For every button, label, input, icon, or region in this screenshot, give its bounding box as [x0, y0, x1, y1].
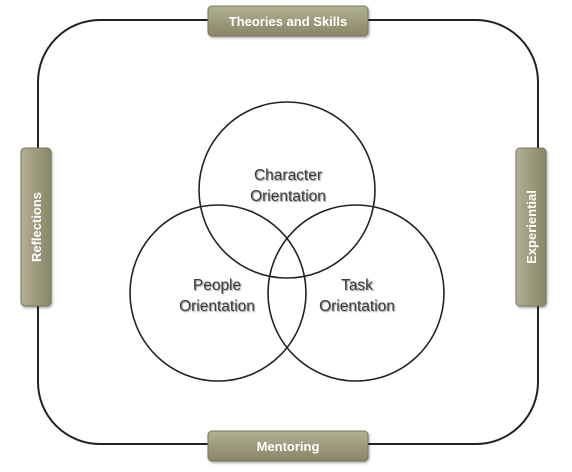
character-orientation-label-line1: Character [254, 167, 322, 184]
people-orientation-circle [129, 204, 307, 382]
tab-theories-and-skills-label: Theories and Skills [229, 14, 348, 29]
task-orientation-circle [267, 204, 445, 382]
tab-reflections: Reflections [20, 147, 52, 307]
tab-reflections-label: Reflections [29, 192, 44, 262]
tab-experiential: Experiential [515, 147, 547, 307]
character-orientation-circle [198, 101, 376, 279]
character-orientation-label-line2: Orientation [250, 188, 326, 205]
tab-mentoring-label: Mentoring [257, 439, 320, 454]
outer-frame [37, 19, 539, 445]
people-orientation-label-line1: People [193, 277, 241, 294]
tab-mentoring: Mentoring [207, 430, 369, 462]
people-orientation-label-line2: Orientation [179, 298, 255, 315]
task-orientation-label-line1: Task [341, 277, 373, 294]
task-orientation-label-line2: Orientation [319, 298, 395, 315]
tab-experiential-label: Experiential [524, 190, 539, 264]
tab-theories-and-skills: Theories and Skills [207, 5, 369, 37]
